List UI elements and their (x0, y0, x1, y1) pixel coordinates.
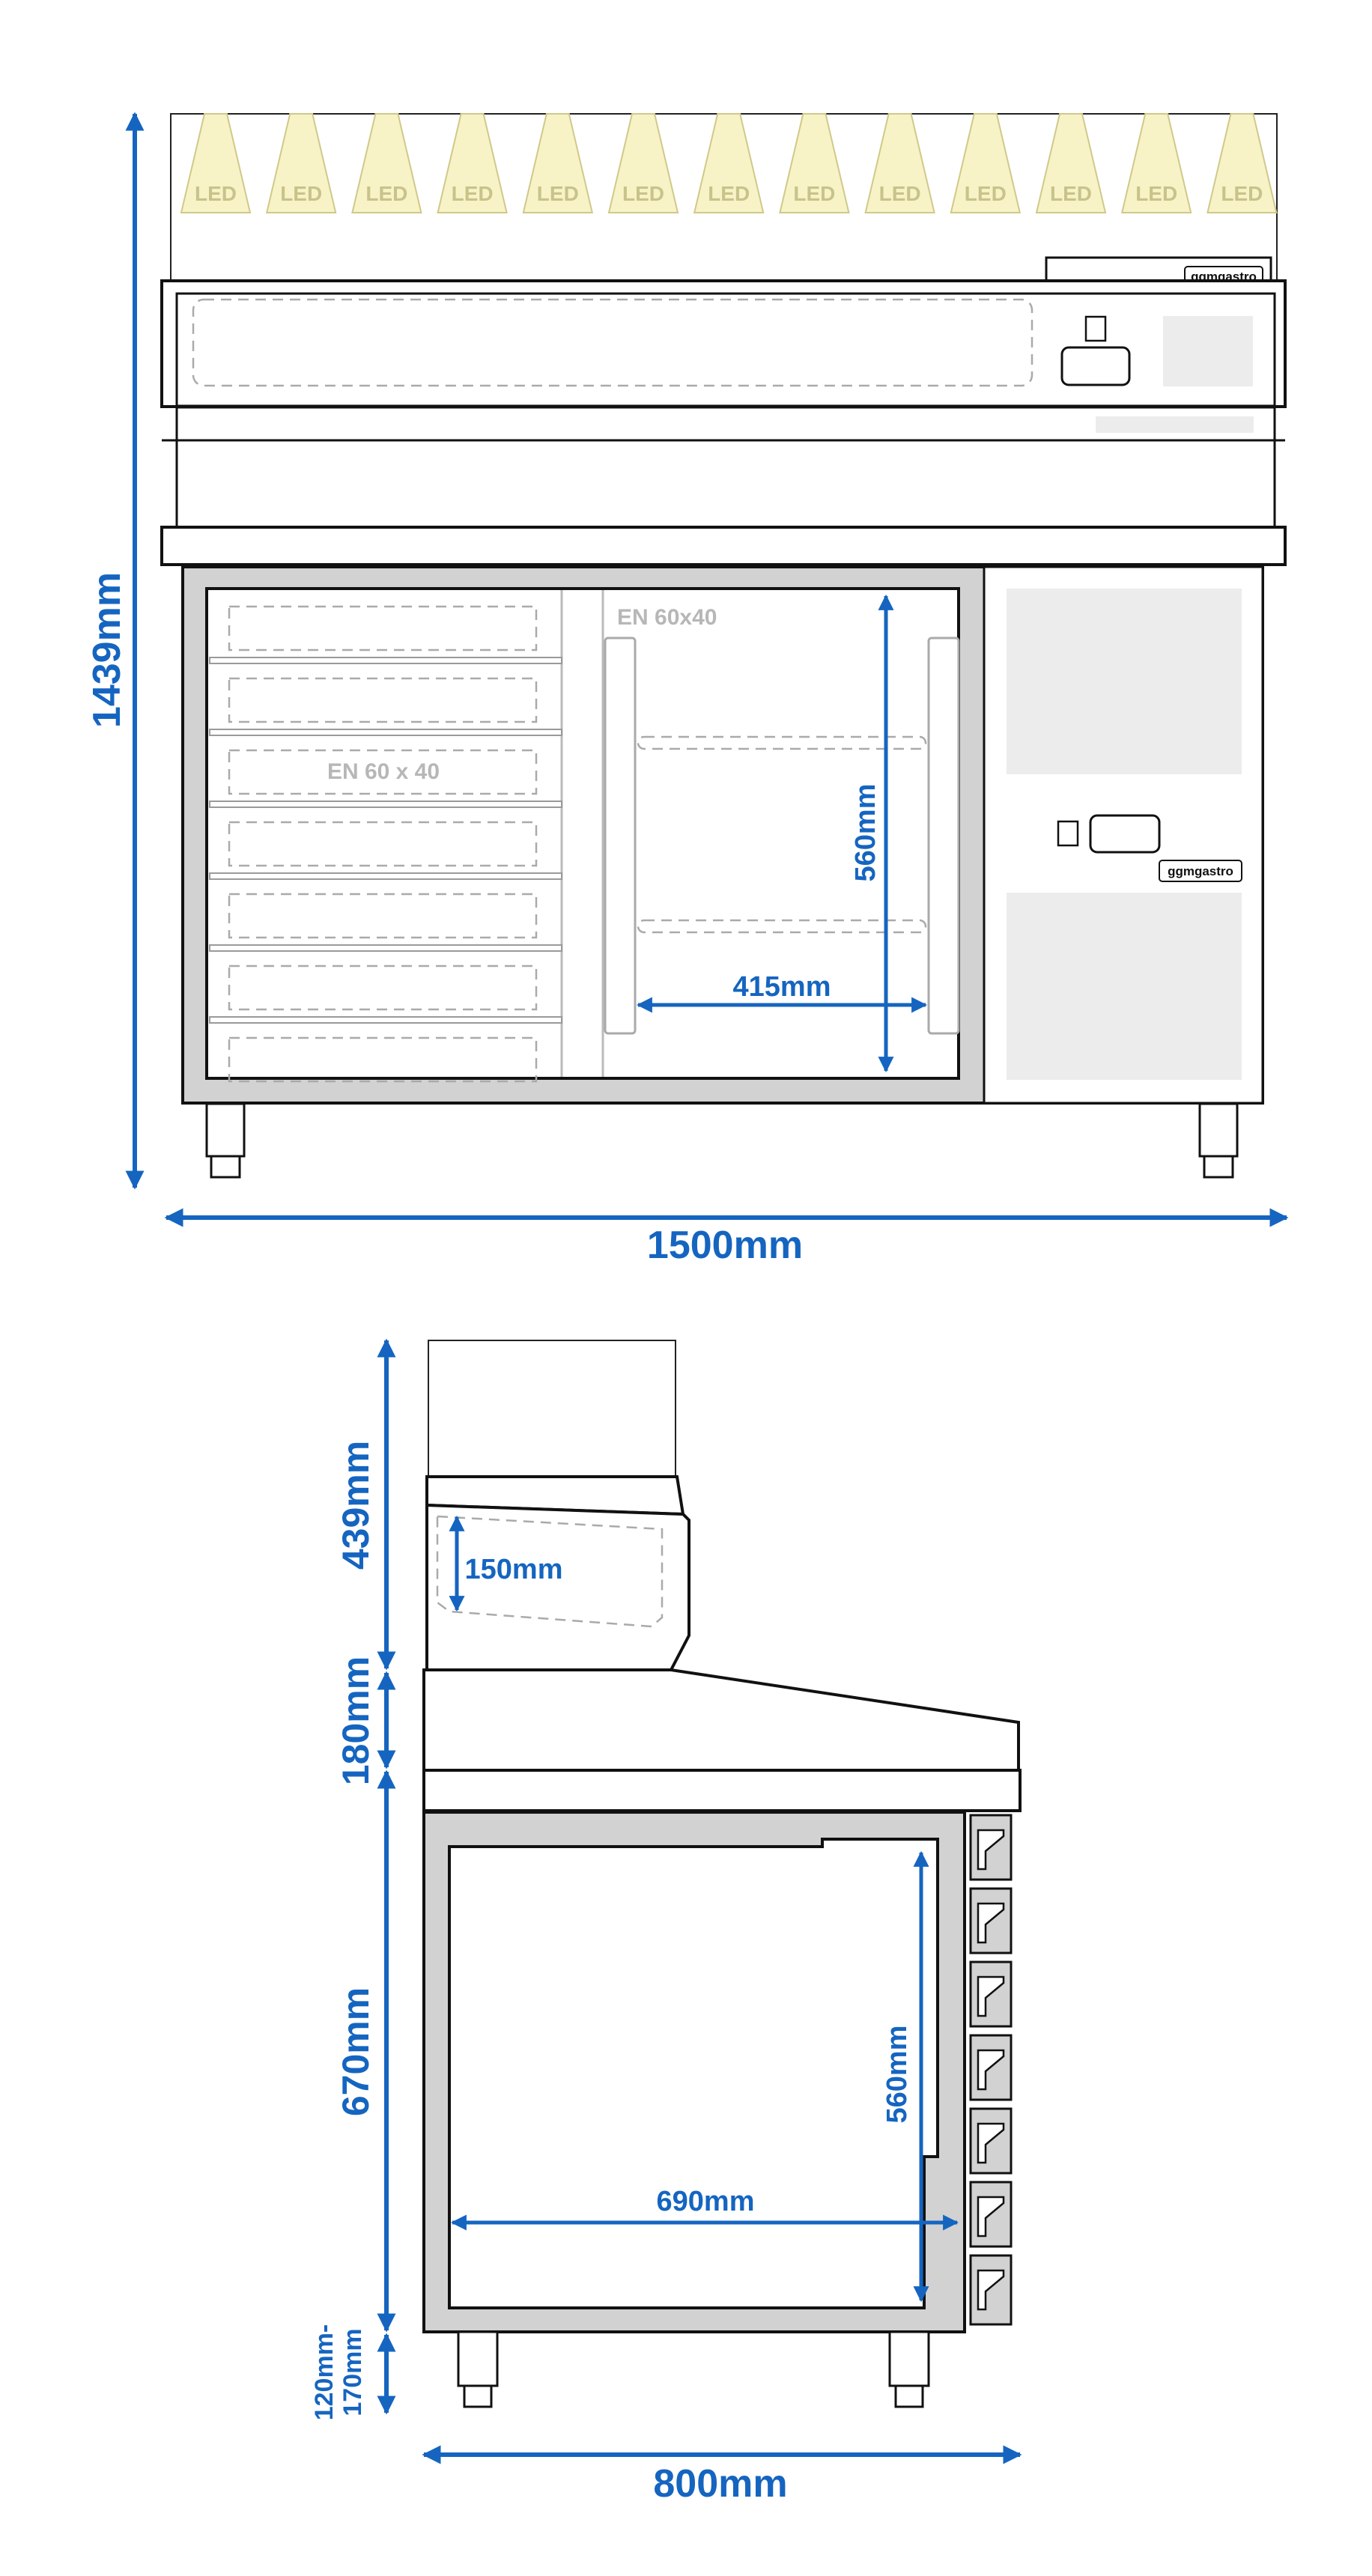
control-small-square (1084, 315, 1107, 342)
side-tray-housing (425, 1503, 690, 1671)
led-lamp-icon: LED (1120, 113, 1192, 213)
gastronorm-drawer (228, 1036, 538, 1083)
side-glass (428, 1340, 676, 1477)
side-leg-left (457, 2330, 499, 2387)
dim-inner-height: 560mm (850, 784, 881, 882)
leg-right (1198, 1102, 1239, 1158)
dim-total-depth: 800mm (653, 2462, 787, 2506)
side-drawer-front (969, 2254, 1013, 2326)
side-top-base (422, 1668, 1020, 1772)
led-lamp-icon: LED (607, 113, 679, 213)
leg-left (205, 1102, 246, 1158)
side-drawer-front (969, 1887, 1013, 1954)
led-lamp-icon: LED (950, 113, 1022, 213)
gastronorm-drawer-stack (209, 605, 562, 1083)
led-label: LED (965, 182, 1007, 205)
led-label: LED (879, 182, 921, 205)
shelf-outline-lower (637, 919, 927, 934)
gastronorm-drawer (209, 677, 562, 736)
dim-leg-height-2: 170mm (339, 2328, 367, 2416)
worktop-front (160, 526, 1287, 566)
side-drawer-front (969, 2181, 1013, 2248)
gastronorm-drawer (209, 749, 562, 808)
gn-container-outline (192, 298, 1033, 387)
leg-foot-right (1203, 1155, 1234, 1179)
side-drawer-front (969, 2034, 1013, 2101)
dim-top-height: 180mm (335, 1656, 377, 1785)
led-lamp-icon: LED (864, 113, 935, 213)
side-drawer-front (969, 2107, 1013, 2175)
side-rail-right (927, 637, 960, 1035)
side-drawer-front (969, 1814, 1013, 1881)
led-label: LED (1221, 182, 1263, 205)
dim-inner-depth: 690mm (657, 2186, 755, 2217)
side-gn-container (436, 1515, 664, 1628)
dim-leg-height-1: 120mm- (310, 2324, 339, 2421)
led-label: LED (1135, 182, 1177, 205)
control-display (1060, 346, 1131, 386)
led-lamp-icon: LED (437, 113, 508, 213)
dim-body-height: 670mm (335, 1987, 377, 2116)
gastronorm-drawer (209, 821, 562, 880)
side-worktop (422, 1769, 1022, 1812)
leg-foot-left (210, 1155, 241, 1179)
led-lamp-icon: LED (1035, 113, 1107, 213)
led-label: LED (793, 182, 835, 205)
shelf-outline-upper (637, 735, 927, 750)
side-rail-left (604, 637, 637, 1035)
gastronorm-drawer (209, 605, 562, 664)
led-lamp-icon: LED (693, 113, 765, 213)
led-lamp-icon: LED (779, 113, 850, 213)
side-inner-cavity (448, 1838, 939, 2309)
dim-total-height: 1439mm (85, 572, 129, 728)
topping-base (175, 439, 1276, 529)
led-label: LED (1050, 182, 1092, 205)
cover-strip-label (1096, 416, 1254, 433)
led-lamp-icon: LED (522, 113, 594, 213)
led-label: LED (452, 182, 494, 205)
brand-badge-door (1159, 860, 1242, 882)
led-label: LED (537, 182, 579, 205)
side-drawer-fronts (969, 1814, 1013, 2326)
side-leg-right (888, 2330, 930, 2387)
brand-text-door: ggmgastro (1168, 864, 1233, 878)
led-lamp-icon: LED (351, 113, 422, 213)
dim-tray-depth: 150mm (465, 1554, 563, 1585)
side-drawer-front (969, 1960, 1013, 2028)
vent-panel-top (1163, 316, 1253, 386)
vent-panel-upper (1007, 589, 1242, 774)
led-label: LED (365, 182, 407, 205)
side-view: 439mm 180mm 670mm 120mm- 170mm 150mm 560… (310, 1338, 1022, 2506)
door-label: EN 60x40 (617, 605, 717, 630)
led-label: LED (280, 182, 322, 205)
dim-inner-width: 415mm (733, 971, 831, 1003)
led-label: LED (708, 182, 750, 205)
dim-side-inner-height: 560mm (881, 2026, 913, 2124)
door-control-square (1057, 820, 1079, 847)
gastronorm-drawer (209, 893, 562, 952)
led-lamp-icon: LED (1206, 113, 1278, 213)
door-control-display (1089, 814, 1161, 854)
vent-panel-lower (1007, 893, 1242, 1080)
led-label: LED (622, 182, 664, 205)
dim-glass-height: 439mm (335, 1441, 377, 1570)
led-lamp-icon: LED (180, 113, 252, 213)
led-lamp-icon: LED (265, 113, 337, 213)
side-foot-left (463, 2384, 493, 2408)
led-label: LED (195, 182, 237, 205)
side-foot-right (894, 2384, 924, 2408)
dim-total-width: 1500mm (647, 1224, 803, 1267)
gastronorm-drawer (209, 965, 562, 1024)
led-lamp-row: LED LED LED LED LED LED LED LED LED LED LED LED LED (180, 113, 1278, 213)
drawer-label: EN 60 x 40 (327, 759, 440, 784)
door-glass (205, 587, 960, 1080)
